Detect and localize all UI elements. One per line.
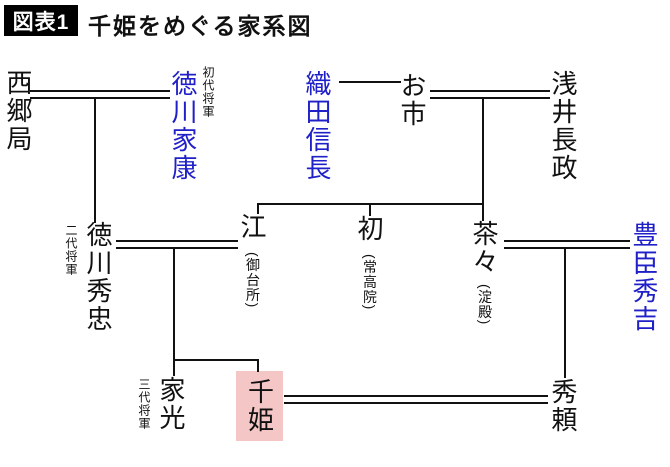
descent-line-ieyasu-to-hidetada [94, 97, 96, 223]
person-tokugawa-iemitsu: 家光 [156, 376, 186, 432]
marriage-line-oichi-nagamasa [430, 90, 550, 99]
person-chacha: 茶々 [469, 220, 499, 276]
person-toyotomi-hideyori: 秀頼 [548, 378, 578, 434]
descent-line-hidetada-children [173, 247, 175, 361]
subtitle-jokoin: (常高院) [362, 254, 378, 311]
annotation-third-shogun: 三代将軍 [137, 378, 151, 430]
marriage-line-saigo-ieyasu [30, 90, 170, 99]
subtitle-yododono: (淀殿) [477, 284, 493, 326]
drop-line-to-iemitsu [173, 359, 175, 376]
marriage-line-chacha-hideyoshi [504, 240, 630, 249]
person-go: 江 [237, 213, 267, 241]
person-saigo-no-tsubone: 西郷局 [3, 69, 33, 153]
marriage-line-hidetada-go [116, 240, 238, 249]
marriage-line-senhime-hideyori [284, 395, 548, 404]
senhime-highlight-box: 千姫 [236, 371, 283, 441]
subtitle-midaidokoro: (御台所) [245, 252, 261, 309]
descent-line-oichi-to-daughters [482, 97, 484, 221]
annotation-second-shogun: 二代将軍 [64, 224, 78, 276]
sibling-line-nobunaga-oichi [339, 81, 401, 83]
drop-line-to-go [257, 203, 259, 214]
figure-badge: 図表1 [4, 5, 78, 36]
person-oda-nobunaga: 織田信長 [302, 70, 332, 182]
drop-line-to-hatsu [369, 203, 371, 216]
person-toyotomi-hideyoshi: 豊臣秀吉 [629, 221, 659, 333]
person-hatsu: 初 [354, 215, 384, 243]
descent-line-to-hideyori [564, 247, 566, 378]
drop-line-to-senhime [257, 359, 259, 372]
annotation-first-shogun: 初代将軍 [201, 66, 215, 118]
page-title: 千姫をめぐる家系図 [88, 13, 313, 39]
sibling-line-iemitsu-senhime [173, 359, 259, 361]
person-oichi: お市 [397, 72, 427, 128]
person-tokugawa-hidetada: 徳川秀忠 [83, 221, 113, 333]
person-tokugawa-ieyasu: 徳川家康 [168, 70, 198, 182]
person-senhime: 千姫 [244, 378, 275, 434]
person-azai-nagamasa: 浅井長政 [548, 70, 578, 182]
